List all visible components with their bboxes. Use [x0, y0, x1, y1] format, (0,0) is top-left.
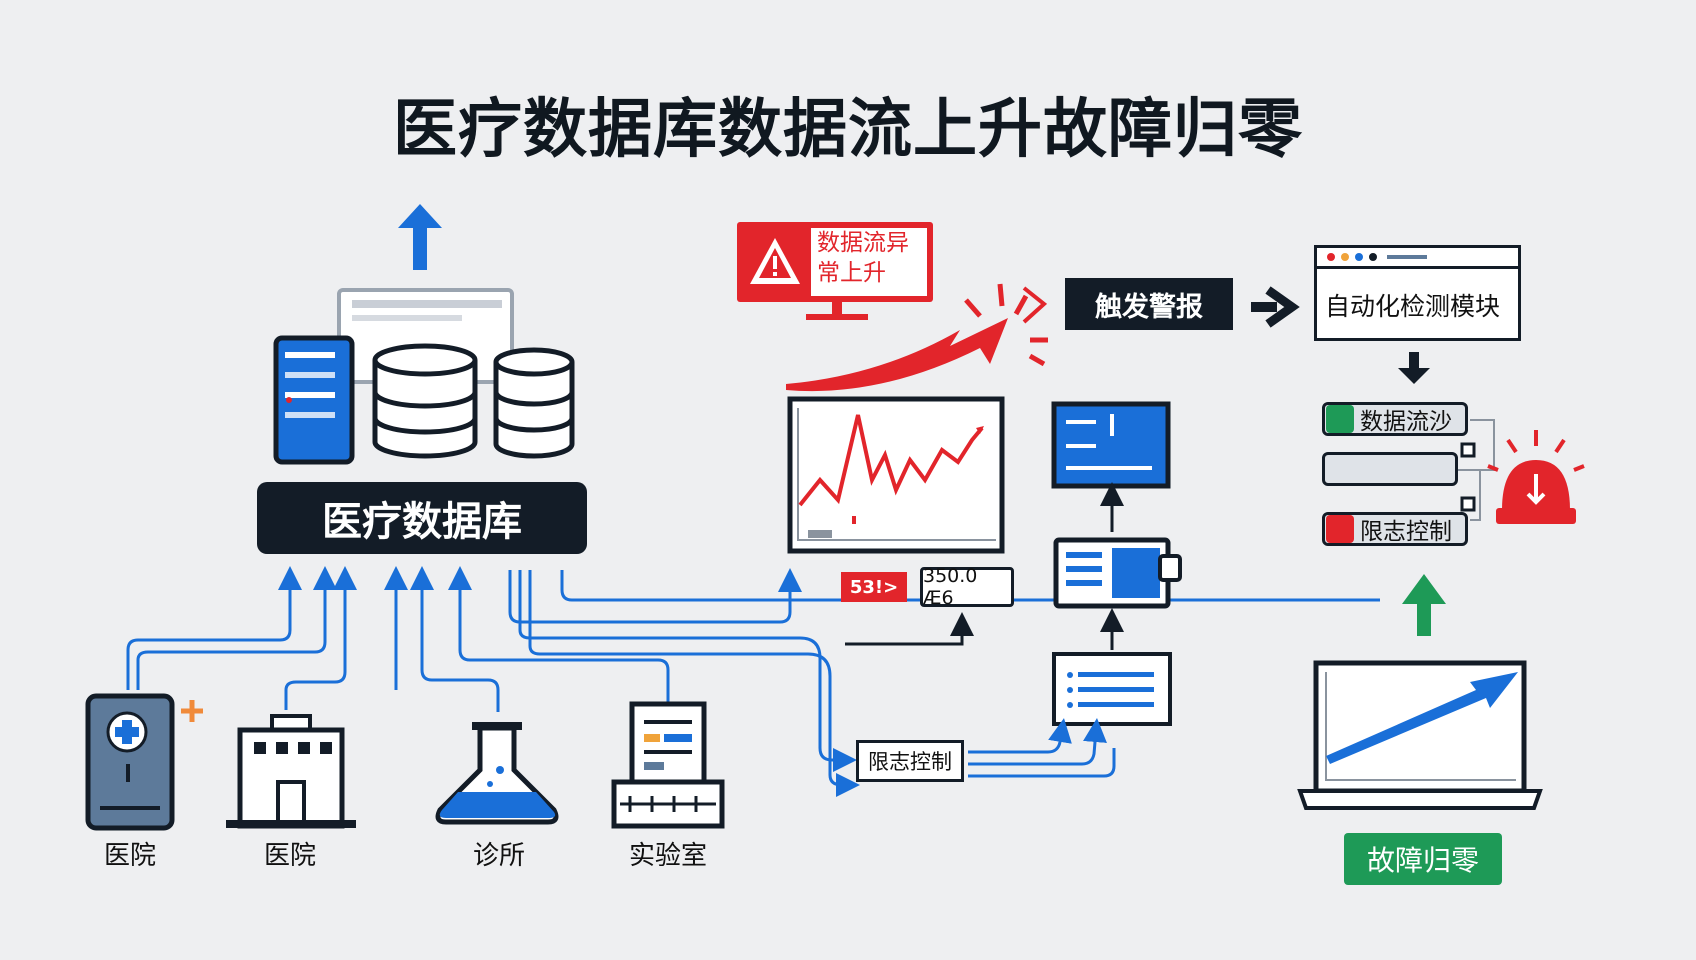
alert-banner: 数据流异常上升 — [737, 222, 933, 302]
source-label-clinic: 诊所 — [472, 841, 525, 871]
line-chart-monitor — [787, 396, 1005, 554]
flask-icon — [435, 722, 559, 825]
alert-text: 数据流异常上升 — [811, 228, 927, 296]
checks-connectors — [1456, 419, 1495, 521]
limit-control-box: 限志控制 — [856, 740, 964, 782]
source-label-lab: 实验室 — [628, 841, 707, 871]
rising-trend-icon — [786, 283, 1048, 392]
check-item-limit: 限志控制 — [1322, 512, 1468, 546]
database-label: 医疗数据库 — [257, 482, 587, 554]
detector-window: 自动化检测模块 — [1314, 245, 1521, 341]
arrow-down-icon — [1398, 352, 1430, 384]
report-card-icon — [1053, 537, 1182, 609]
page-title: 医疗数据库数据流上升故障归零 — [393, 93, 1303, 167]
laptop-trend-icon — [1297, 660, 1543, 810]
check-item-label: 限志控制 — [1360, 519, 1452, 545]
check-icon — [1326, 405, 1354, 433]
window-titlebar — [1317, 248, 1518, 269]
up-arrow-icon — [398, 204, 442, 270]
metric-connectors — [845, 612, 974, 646]
green-up-arrow-icon — [1402, 574, 1446, 636]
lab-building-icon — [611, 701, 725, 829]
check-item-blank — [1322, 452, 1458, 486]
medical-tablet-icon — [85, 693, 203, 831]
alert-monitor-stand — [806, 302, 868, 320]
source-flow-lines — [126, 566, 1380, 797]
source-label-hospital-1: 医院 — [103, 841, 156, 871]
check-item-label: 数据流沙 — [1360, 409, 1452, 435]
hospital-building-icon — [226, 714, 356, 829]
rate-badge: 53!> — [841, 572, 907, 602]
window-dots-icon — [1327, 253, 1427, 261]
limit-connectors — [968, 718, 1116, 778]
list-icon — [1326, 455, 1354, 483]
status-panel — [1051, 401, 1171, 489]
resolved-badge: 故障归零 — [1344, 833, 1502, 885]
trigger-alarm-label: 触发警报 — [1065, 278, 1233, 330]
check-item-dataflow: 数据流沙 — [1322, 402, 1468, 436]
list-card-icon — [1052, 652, 1172, 726]
shield-icon — [1326, 515, 1354, 543]
detector-label: 自动化检测模块 — [1325, 292, 1501, 321]
warning-icon — [750, 238, 800, 284]
source-label-hospital-2: 医院 — [263, 841, 316, 871]
arrow-right-icon — [1251, 286, 1300, 328]
value-readout: 350.0 Æ6 — [920, 565, 1014, 609]
siren-icon — [1487, 430, 1585, 524]
database-cluster-icon — [273, 288, 575, 465]
